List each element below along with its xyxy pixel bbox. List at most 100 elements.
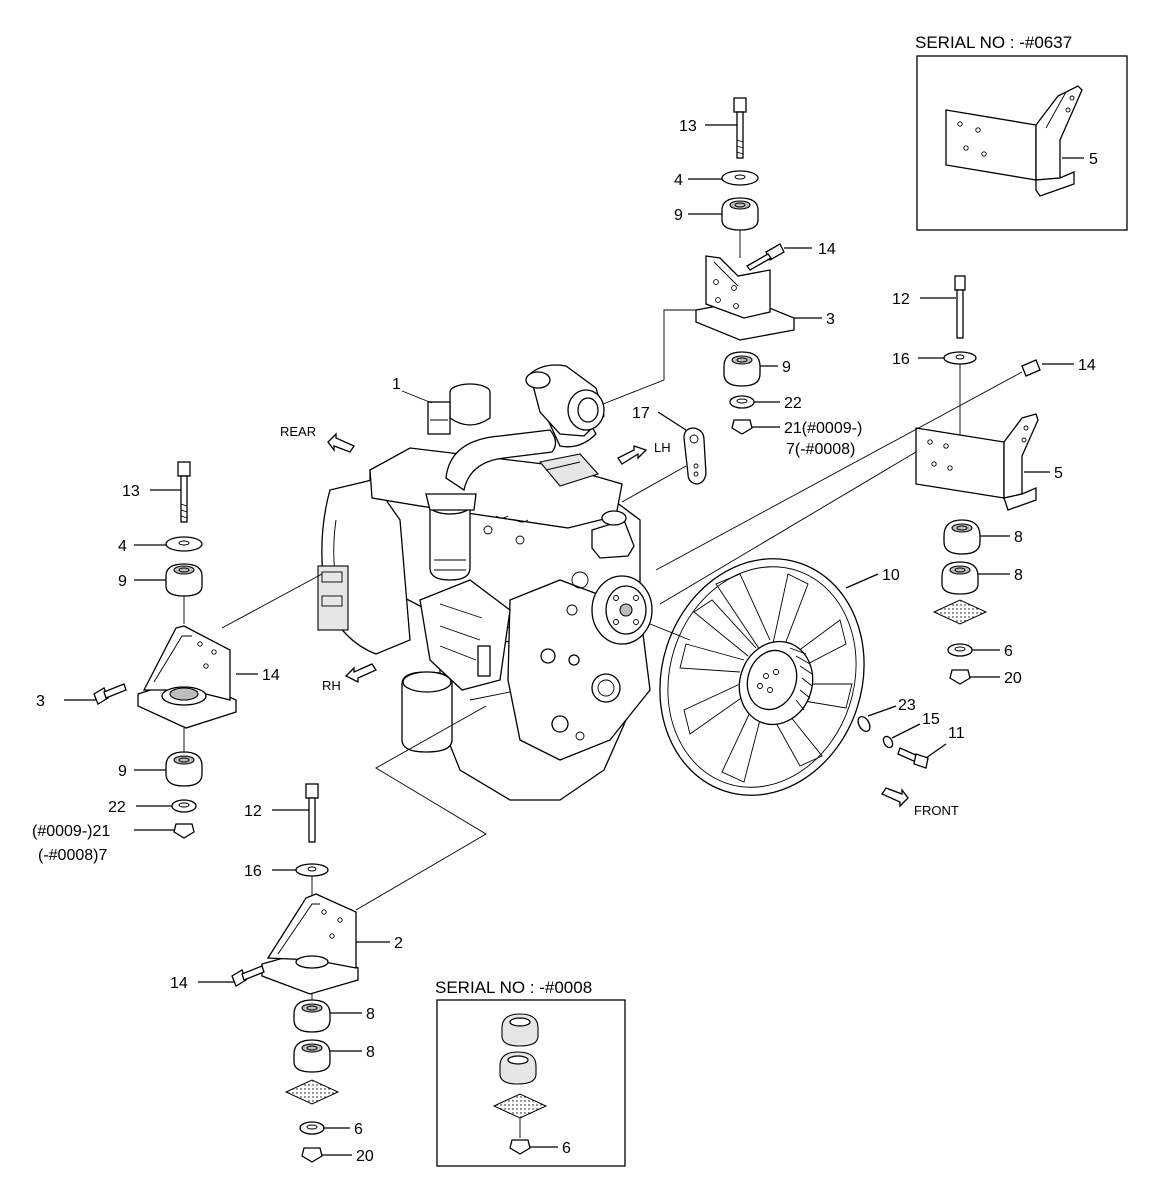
washer-16-right <box>943 351 977 365</box>
callout-3b: 14 <box>262 667 280 684</box>
inset-frame-0008 <box>436 999 626 1167</box>
callout-15: 15 <box>922 711 940 728</box>
lh-arrow-icon <box>617 445 648 465</box>
cushion-8-bottom-a <box>293 999 331 1033</box>
nut-20-bottom <box>301 1147 323 1163</box>
rear-label: REAR <box>280 424 316 439</box>
direction-lh: LH <box>617 440 671 465</box>
callout-13: 13 <box>679 118 697 135</box>
callout-20: 20 <box>1004 670 1022 687</box>
callout-10: 10 <box>882 567 900 584</box>
callout-13b: 13 <box>122 483 140 500</box>
bracket-2-bottom <box>261 893 359 995</box>
washer-15 <box>882 735 894 749</box>
engine-assembly <box>317 364 653 801</box>
callout-4: 4 <box>674 172 683 189</box>
part-1-breather <box>427 383 491 435</box>
callout-9d: 9 <box>118 763 127 780</box>
cushion-8-right-a <box>943 519 981 555</box>
bolt-14-top <box>746 243 785 271</box>
rh-label: RH <box>322 678 341 693</box>
inset-frame <box>916 55 1128 231</box>
callout-21: 21(#0009-) <box>784 420 862 437</box>
callout-7b: (-#0008)7 <box>38 847 107 864</box>
inset-title: SERIAL NO : -#0637 <box>915 33 1072 52</box>
bolt-13-left <box>177 461 191 523</box>
callout-22b: 22 <box>108 799 126 816</box>
bolt-11 <box>897 747 929 769</box>
bolt-12-bottom <box>305 783 319 843</box>
front-arrow-icon <box>881 787 909 808</box>
rh-arrow-icon <box>344 663 377 684</box>
callout-11: 11 <box>948 725 965 742</box>
cushion-9-top-lower <box>723 351 761 387</box>
bolt-12-right <box>954 275 966 339</box>
callout-12b: 12 <box>244 803 262 820</box>
callout-22: 22 <box>784 395 802 412</box>
callout-20b: 20 <box>356 1148 374 1165</box>
rear-arrow-icon <box>327 432 355 453</box>
callout-3: 3 <box>826 311 835 328</box>
front-label: FRONT <box>914 803 959 818</box>
callout-7: 7(-#0008) <box>786 441 855 458</box>
callout-14b: 14 <box>1078 357 1096 374</box>
callout-21b: (#0009-)21 <box>32 823 110 840</box>
lh-label: LH <box>654 440 671 455</box>
direction-rh: RH <box>322 663 377 693</box>
mount-stack-top-center: 13 4 9 14 3 <box>597 97 862 458</box>
callout-23: 23 <box>898 697 916 714</box>
callout-6: 6 <box>1004 643 1013 660</box>
shim-plate-bottom <box>284 1079 340 1105</box>
inset-title-0008: SERIAL NO : -#0008 <box>435 978 592 997</box>
mount-stack-left: 13 4 9 14 3 <box>32 461 323 864</box>
inset-serial-0008: SERIAL NO : -#0008 6 <box>435 978 626 1167</box>
nut-20-right <box>949 669 971 685</box>
cooling-fan-10 <box>659 558 865 796</box>
callout-16b: 16 <box>244 863 262 880</box>
callout-5: 5 <box>1054 465 1063 482</box>
bracket-3-top <box>695 255 795 341</box>
callout-16: 16 <box>892 351 910 368</box>
cushion-inset-b <box>499 1051 537 1085</box>
spacer-23 <box>857 715 871 733</box>
callout-8: 8 <box>1014 529 1023 546</box>
callout-14: 14 <box>818 241 836 258</box>
callout-14d: 14 <box>170 975 188 992</box>
shim-plate-right <box>932 599 988 625</box>
callout-5-inset: 5 <box>1089 151 1098 168</box>
callout-12: 12 <box>892 291 910 308</box>
washer-6-bottom <box>299 1121 325 1135</box>
cushion-8-bottom-b <box>293 1039 331 1073</box>
bracket-5-alt-drawing <box>945 85 1084 197</box>
cushion-9-top <box>721 197 759 231</box>
callout-2: 2 <box>394 935 403 952</box>
callout-17: 17 <box>632 405 650 422</box>
direction-rear: REAR <box>280 424 355 453</box>
callout-8b: 8 <box>1014 567 1023 584</box>
nut-21-top <box>731 419 753 435</box>
bolt-14-bottom <box>231 965 265 987</box>
bolt-14-left <box>93 683 127 705</box>
nut-21-left <box>173 823 195 839</box>
bolt-13-top <box>733 97 747 159</box>
callout-9c: 9 <box>118 573 127 590</box>
cushion-9-left <box>165 563 203 597</box>
direction-front: FRONT <box>881 787 959 818</box>
shim-inset <box>492 1093 548 1119</box>
bolt-14-right <box>1021 359 1041 377</box>
turbocharger <box>525 364 605 437</box>
bracket-3-left <box>137 625 237 729</box>
bracket-5-right <box>915 413 1039 511</box>
callout-6-inset: 6 <box>562 1140 571 1157</box>
inset-serial-0637: SERIAL NO : -#0637 5 <box>915 33 1128 231</box>
callout-4b: 4 <box>118 538 127 555</box>
callout-8c: 8 <box>366 1006 375 1023</box>
washer-4-top <box>721 170 759 186</box>
washer-16-bottom <box>295 863 329 877</box>
engine-hanger-17 <box>683 427 707 485</box>
cushion-9-left-lower <box>165 751 203 787</box>
callout-9b: 9 <box>782 359 791 376</box>
washer-4-left <box>165 536 203 552</box>
callout-8d: 8 <box>366 1044 375 1061</box>
